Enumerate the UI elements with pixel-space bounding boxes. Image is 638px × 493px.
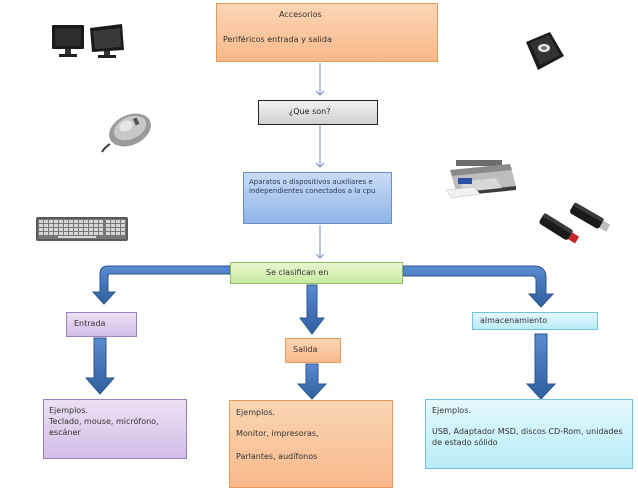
salida-examples-label: Ejemplos. xyxy=(236,408,275,417)
almacenamiento-examples-label: Ejemplos. xyxy=(432,406,471,415)
almacenamiento-label: almacenamiento xyxy=(480,316,548,325)
router-icon xyxy=(526,32,564,70)
top-title: Accesorios xyxy=(279,10,322,19)
salida-examples-line1: Monitor, impresoras, xyxy=(236,428,319,438)
question-text: ¿Que son? xyxy=(289,107,331,116)
definition-box: Aparatos o dispositivos auxiliares e ind… xyxy=(243,172,392,224)
arrow-almacenamiento-examples xyxy=(525,333,557,400)
printer-icon xyxy=(446,160,516,199)
classify-box: Se clasifican en xyxy=(230,262,403,284)
entrada-examples-label: Ejemplos. xyxy=(49,406,88,415)
arrow-salida-examples xyxy=(296,363,328,400)
top-box: Accesorios Periféricos entrada y salida xyxy=(216,3,438,62)
almacenamiento-examples-box: Ejemplos. USB, Adaptador MSD, discos CD-… xyxy=(425,399,633,469)
almacenamiento-box: almacenamiento xyxy=(472,312,598,330)
question-box: ¿Que son? xyxy=(258,100,378,125)
entrada-examples-text: Teclado, mouse, micrófono, escáner xyxy=(49,416,159,437)
classify-text: Se clasifican en xyxy=(266,268,329,277)
arrow-to-entrada xyxy=(91,265,231,305)
salida-box: Salida xyxy=(285,338,341,363)
salida-examples-line2: Parlantes, audífonos xyxy=(236,451,318,461)
arrow-to-salida xyxy=(299,284,325,335)
almacenamiento-examples-text: USB, Adaptador MSD, discos CD-Rom, unida… xyxy=(432,426,623,447)
usb-drives-icon xyxy=(539,202,611,244)
definition-text: Aparatos o dispositivos auxiliares e ind… xyxy=(249,178,376,196)
entrada-box: Entrada xyxy=(66,312,137,337)
top-subtitle: Periféricos entrada y salida xyxy=(223,35,332,44)
arrow-to-almacenamiento xyxy=(402,265,555,308)
keyboard-icon xyxy=(36,217,128,241)
mouse-icon xyxy=(101,113,151,153)
entrada-examples-box: Ejemplos. Teclado, mouse, micrófono, esc… xyxy=(43,399,187,459)
salida-label: Salida xyxy=(293,345,318,354)
entrada-label: Entrada xyxy=(74,319,106,328)
monitors-icon xyxy=(52,24,124,58)
salida-examples-box: Ejemplos. Monitor, impresoras, Parlantes… xyxy=(229,400,393,488)
arrow-entrada-examples xyxy=(84,337,116,395)
